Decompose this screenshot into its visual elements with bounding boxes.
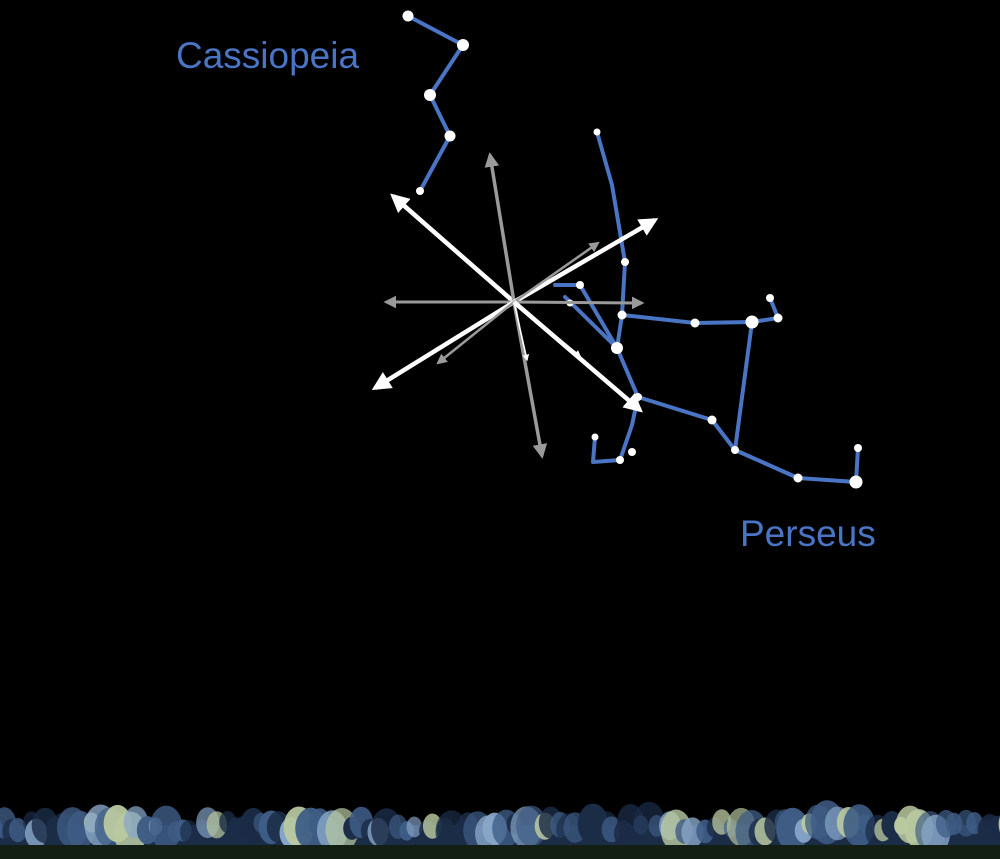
- star: [402, 10, 414, 22]
- perseus-label: Perseus: [740, 513, 876, 554]
- ground: [0, 845, 1000, 859]
- meteor-arrow-9: [512, 301, 548, 459]
- meteor-arrow-12: [513, 301, 582, 357]
- perseus-constellation: [553, 128, 863, 489]
- meteor-arrow-5: [513, 296, 645, 310]
- star: [731, 446, 739, 454]
- meteor-arrow-11: [513, 301, 530, 362]
- tree: [406, 816, 423, 838]
- star: [793, 473, 803, 483]
- cassiopeia-stars: [402, 10, 469, 195]
- star: [416, 187, 424, 195]
- cassiopeia-constellation: [402, 10, 469, 195]
- meteor-arrow-7: [371, 300, 516, 390]
- star: [773, 313, 783, 323]
- star: [628, 448, 636, 456]
- star: [621, 258, 629, 266]
- meteor-arrow-1: [390, 193, 516, 304]
- star: [591, 433, 599, 441]
- meteor-arrow-8: [436, 301, 515, 365]
- star: [707, 415, 717, 425]
- tree: [180, 820, 198, 844]
- horizon-treeline: [0, 800, 1000, 855]
- meteor-arrow-3: [512, 218, 659, 304]
- star: [611, 342, 623, 354]
- star: [576, 281, 584, 289]
- meteor-arrow-4: [513, 241, 600, 304]
- cassiopeia-label: Cassiopeia: [176, 35, 359, 76]
- star: [849, 475, 863, 489]
- star: [424, 89, 436, 101]
- star: [593, 128, 601, 136]
- star: [444, 130, 456, 142]
- star: [634, 393, 642, 401]
- star: [745, 315, 759, 329]
- meteor-arrow-2: [484, 152, 516, 303]
- tree: [8, 818, 27, 843]
- star: [690, 318, 700, 328]
- star: [617, 310, 627, 320]
- star: [457, 39, 469, 51]
- perseus-stars: [566, 128, 863, 489]
- star: [616, 456, 624, 464]
- meteor-radiant: [371, 152, 659, 459]
- tree: [989, 815, 1000, 840]
- star: [854, 444, 862, 452]
- star: [766, 294, 774, 302]
